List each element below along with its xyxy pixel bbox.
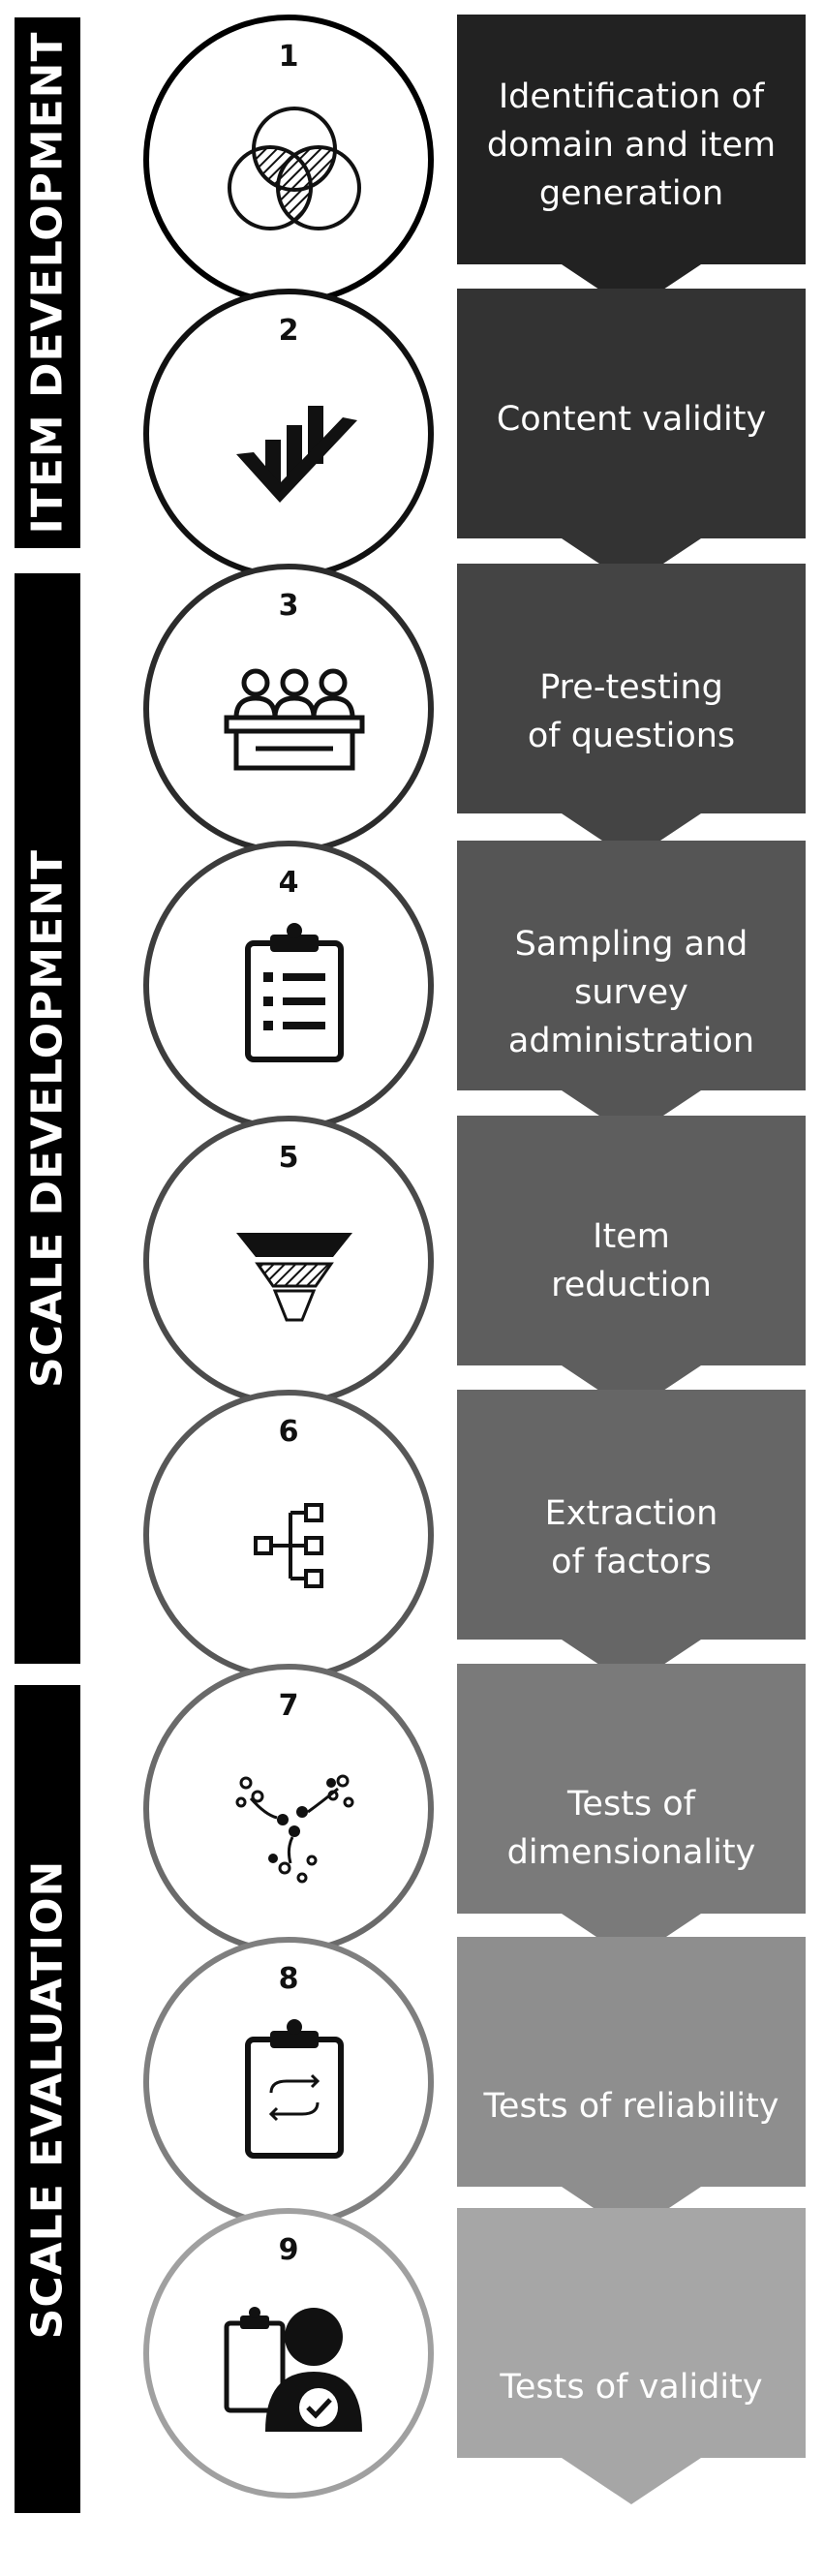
funnel-icon — [236, 1233, 352, 1322]
step-number: 2 — [278, 314, 299, 348]
bar-chart-check-icon — [236, 406, 357, 503]
phase-item-development: ITEM DEVELOPMENT — [15, 17, 80, 548]
step-circle-3: 3 — [143, 564, 434, 854]
step-circle-9: 9 — [143, 2208, 434, 2499]
tree-structure-icon — [254, 1503, 323, 1588]
step-number: 5 — [278, 1141, 299, 1175]
person-check-icon — [224, 2307, 362, 2432]
step-circle-5: 5 — [143, 1116, 434, 1406]
step-number: 9 — [278, 2233, 299, 2267]
step-label-3: Pre-testing of questions — [527, 668, 736, 755]
step-arrow-8 — [457, 1937, 806, 2233]
step-number: 7 — [278, 1689, 299, 1723]
step-label-8: Tests of reliability — [483, 2087, 779, 2126]
step-circle-4: 4 — [143, 841, 434, 1131]
step-number: 4 — [278, 866, 299, 900]
step-label-5: Item reduction — [551, 1217, 712, 1304]
step-circle-1: 1 — [143, 15, 434, 305]
step-arrow-1 — [457, 15, 806, 311]
step-label-4: Sampling and survey administration — [507, 925, 755, 1060]
step-number: 1 — [278, 40, 299, 74]
step-label-2: Content validity — [496, 400, 767, 439]
venn-diagram-icon — [228, 107, 361, 230]
step-label-6: Extraction of factors — [544, 1494, 718, 1581]
step-label-7: Tests of dimensionality — [506, 1785, 756, 1872]
step-arrow-6 — [457, 1390, 806, 1686]
step-arrow-7 — [457, 1664, 806, 1960]
step-arrow-5 — [457, 1116, 806, 1412]
step-arrow-2 — [457, 289, 806, 585]
step-arrow-9 — [457, 2208, 806, 2504]
step-circle-8: 8 — [143, 1937, 434, 2227]
step-arrow-4 — [457, 841, 806, 1137]
clipboard-cycle-icon — [245, 2019, 344, 2159]
step-arrow-3 — [457, 564, 806, 860]
phase-scale-evaluation: SCALE EVALUATION — [15, 1685, 80, 2513]
clipboard-list-icon — [245, 923, 344, 1062]
step-circle-2: 2 — [143, 289, 434, 579]
step-label-9: Tests of validity — [500, 2368, 763, 2407]
phase-scale-development: SCALE DEVELOPMENT — [15, 573, 80, 1664]
step-number: 8 — [278, 1962, 299, 1996]
converging-points-icon — [235, 1774, 354, 1884]
step-label-1: Identification of domain and item genera… — [486, 77, 777, 213]
step-circle-6: 6 — [143, 1390, 434, 1680]
step-number: 3 — [278, 589, 299, 623]
step-number: 6 — [278, 1415, 299, 1449]
panel-discussion-icon — [224, 668, 365, 771]
step-circle-7: 7 — [143, 1664, 434, 1954]
